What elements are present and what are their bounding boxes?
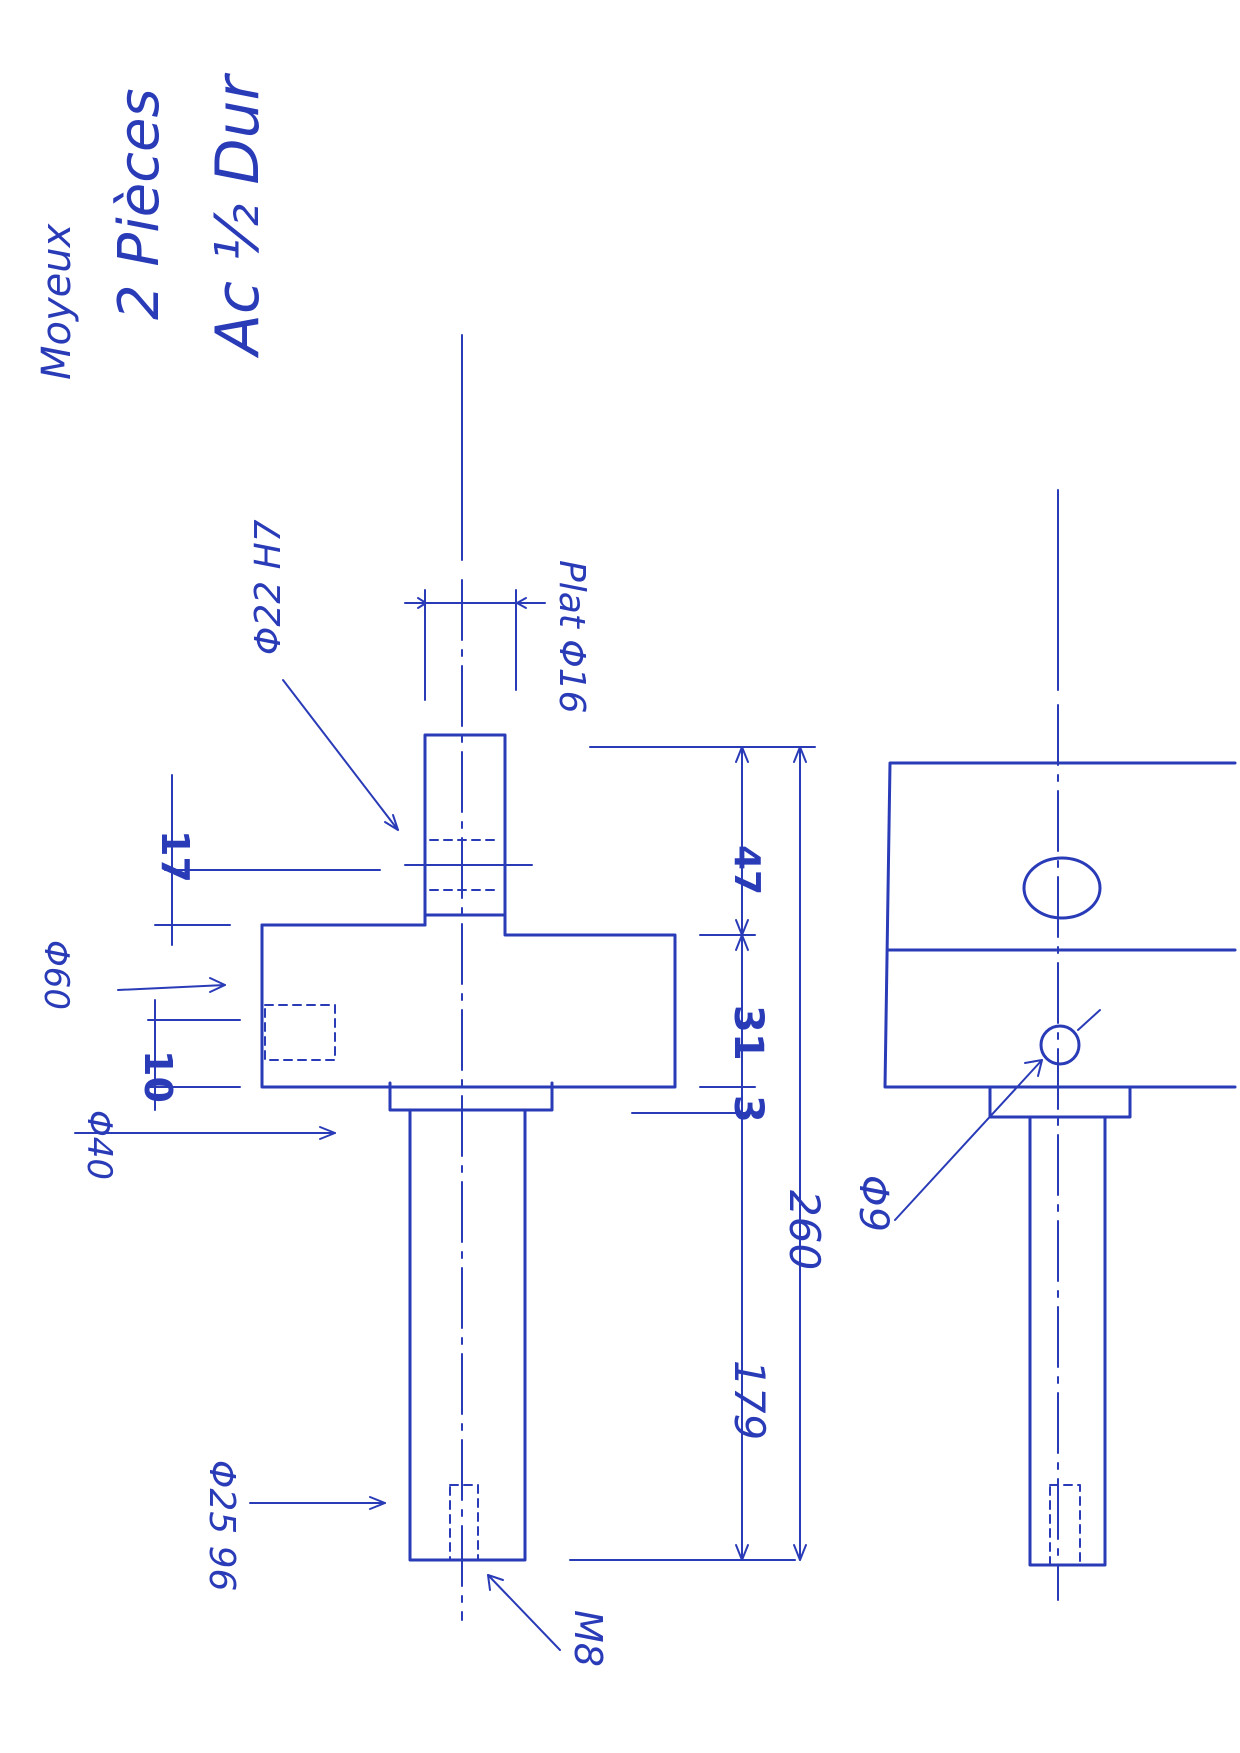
flat-arrow-right xyxy=(516,597,527,609)
dim-179: 179 xyxy=(725,1360,774,1440)
dim-3: 3 xyxy=(725,1095,771,1123)
side-bore-circle xyxy=(1022,856,1102,920)
side-pin-circle xyxy=(1039,1024,1081,1066)
diam60-leader xyxy=(117,984,226,991)
diam9-arrow xyxy=(1024,1059,1043,1077)
arrows-260 xyxy=(793,746,807,1561)
diam9-leader xyxy=(894,1059,1043,1221)
shaft xyxy=(408,1108,527,1562)
m8-arrow xyxy=(487,1574,504,1591)
side-shoulder xyxy=(988,1085,1132,1119)
dim-10: 10 xyxy=(136,1050,180,1103)
diam25-label: Φ25 96 xyxy=(201,1460,242,1591)
dim-47: 47 xyxy=(726,845,767,895)
bore-leader-arrow xyxy=(384,814,399,831)
dim-17: 17 xyxy=(153,830,197,883)
thread-label: M8 xyxy=(566,1610,610,1667)
side-block xyxy=(883,761,1237,1089)
dim-31: 31 xyxy=(725,1005,771,1061)
flat-label: Plat Φ16 xyxy=(551,560,592,713)
title-line2: 2 Pièces xyxy=(107,88,172,320)
title-line3: Ac ½ Dur xyxy=(203,72,273,359)
diam60-label: Φ60 xyxy=(36,940,76,1010)
shoulder xyxy=(388,1081,554,1112)
pin-hole-hidden xyxy=(264,1004,336,1061)
diam25-arrow xyxy=(369,1496,386,1510)
bore-leader xyxy=(282,679,399,831)
flat-arrow-left xyxy=(417,597,427,609)
title-line1: Moyeux xyxy=(34,223,80,380)
flange-block xyxy=(260,913,677,1089)
diam9-label: Φ9 xyxy=(850,1175,896,1232)
threaded-hole-hidden xyxy=(449,1484,479,1561)
pin-pointer xyxy=(1077,1009,1101,1031)
arrow-47-31 xyxy=(735,919,749,951)
bore-diameter-label: Φ22 H7 xyxy=(248,519,289,655)
arrow-bottom xyxy=(735,1544,749,1561)
m8-leader xyxy=(487,1574,561,1651)
side-thread-hidden xyxy=(1049,1484,1081,1566)
arrow-top xyxy=(735,746,749,763)
dim-260: 260 xyxy=(780,1190,829,1270)
diam60-arrow xyxy=(209,977,226,993)
side-shaft xyxy=(1028,1115,1107,1567)
top-boss xyxy=(423,733,507,917)
diam40-label: Φ40 xyxy=(79,1110,119,1180)
diam40-arrow xyxy=(319,1126,336,1140)
